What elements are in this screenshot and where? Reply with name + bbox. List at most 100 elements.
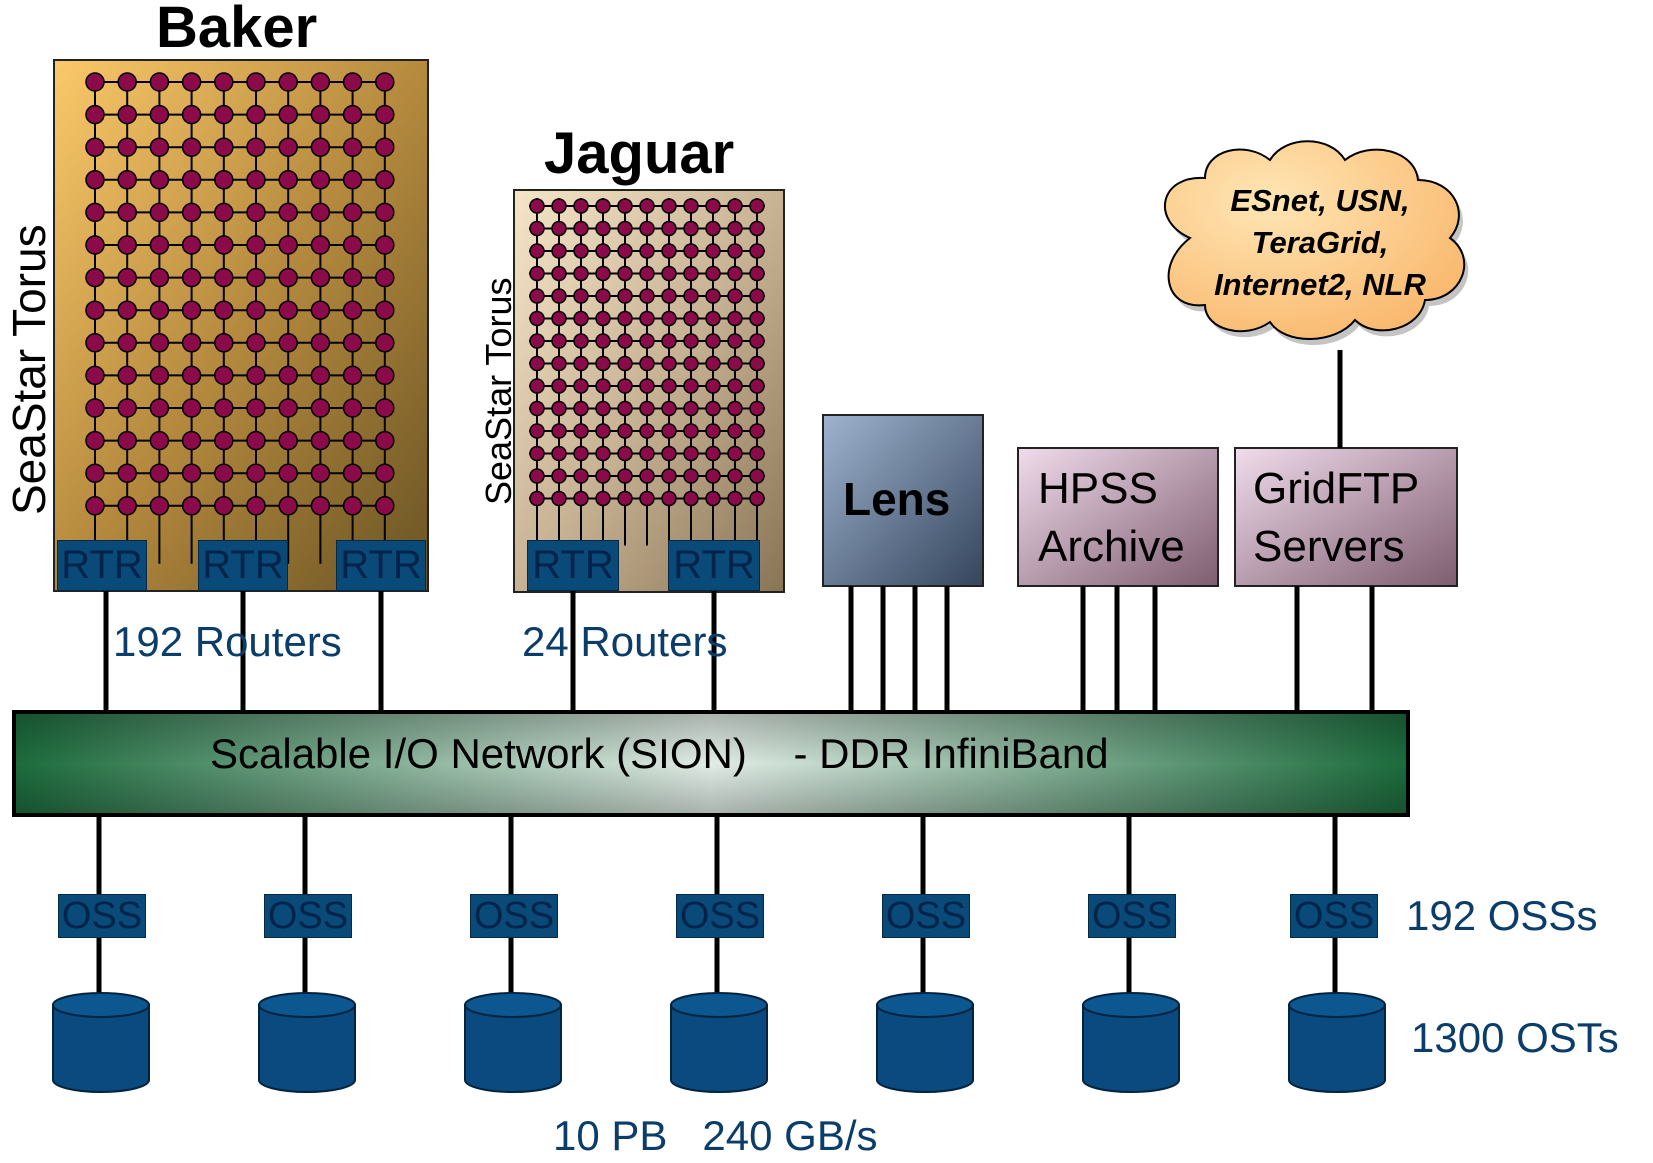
torus-node xyxy=(639,468,655,484)
torus-node xyxy=(551,400,567,417)
torus-node xyxy=(181,104,202,125)
torus-node xyxy=(149,430,170,451)
torus-node xyxy=(214,267,234,288)
jaguar-title: Jaguar xyxy=(544,121,735,186)
torus-node xyxy=(705,220,721,237)
torus-node xyxy=(214,300,234,320)
torus-node xyxy=(551,288,567,304)
torus-node xyxy=(639,490,655,507)
torus-node xyxy=(595,288,611,304)
torus-node xyxy=(246,202,266,223)
torus-node xyxy=(617,288,633,304)
torus-node xyxy=(705,265,721,282)
torus-node xyxy=(85,365,105,386)
torus-node xyxy=(705,310,721,327)
ost-count-label: 1300 OSTs xyxy=(1411,1014,1619,1061)
torus-node xyxy=(551,243,567,259)
disk-icon xyxy=(258,992,356,1093)
torus-node xyxy=(727,378,743,394)
torus-node xyxy=(117,398,137,418)
torus-node xyxy=(551,265,567,282)
torus-node xyxy=(639,220,655,237)
torus-node xyxy=(705,445,721,462)
torus-node xyxy=(117,463,137,483)
torus-node xyxy=(310,137,331,157)
torus-node xyxy=(639,288,655,304)
router-links xyxy=(103,591,717,712)
torus-node xyxy=(117,170,137,190)
torus-node xyxy=(617,490,633,507)
torus-node xyxy=(278,430,298,451)
torus-node xyxy=(214,170,234,190)
torus-node xyxy=(85,267,105,288)
torus-node xyxy=(749,288,765,304)
torus-node xyxy=(661,243,677,259)
torus-node xyxy=(595,400,611,417)
torus-node xyxy=(278,202,298,223)
jaguar-router-2: RTR xyxy=(668,540,760,591)
cloud-line-1: ESnet, USN, xyxy=(1230,183,1410,218)
capacity-label: 10 PB 240 GB/s xyxy=(553,1112,878,1159)
sion-bar-shade xyxy=(14,712,1408,815)
torus-node xyxy=(278,72,298,92)
torus-node xyxy=(149,267,170,288)
torus-node xyxy=(617,220,633,237)
torus-node xyxy=(278,365,298,386)
torus-node xyxy=(375,365,395,386)
torus-node xyxy=(246,137,266,157)
torus-node xyxy=(705,355,721,372)
torus-node xyxy=(149,104,170,125)
torus-node xyxy=(246,463,266,483)
torus-node xyxy=(375,72,395,92)
server-links xyxy=(848,350,1375,712)
torus-node xyxy=(246,300,266,320)
torus-node xyxy=(617,198,633,214)
torus-node xyxy=(573,355,589,372)
torus-node xyxy=(342,365,363,386)
torus-node xyxy=(342,202,363,223)
torus-node xyxy=(639,378,655,394)
torus-node xyxy=(573,490,589,507)
torus-node xyxy=(551,198,567,214)
torus-node xyxy=(595,490,611,507)
torus-node xyxy=(661,423,677,439)
torus-node xyxy=(727,355,743,372)
torus-node xyxy=(181,170,202,190)
torus-node xyxy=(85,333,105,353)
torus-node xyxy=(617,243,633,259)
torus-node xyxy=(342,496,363,516)
oss-box-7: OSS xyxy=(1290,894,1378,938)
jaguar-torus-grid xyxy=(529,198,765,546)
torus-node xyxy=(117,300,137,320)
torus-node xyxy=(683,423,699,439)
torus-node xyxy=(117,202,137,223)
torus-node xyxy=(573,288,589,304)
torus-node xyxy=(246,333,266,353)
torus-node xyxy=(181,267,202,288)
torus-node xyxy=(149,202,170,223)
torus-node xyxy=(683,445,699,462)
torus-node xyxy=(705,490,721,507)
torus-node xyxy=(727,468,743,484)
torus-node xyxy=(727,310,743,327)
torus-node xyxy=(661,198,677,214)
torus-node xyxy=(342,235,363,255)
torus-node xyxy=(181,463,202,483)
torus-node xyxy=(278,170,298,190)
torus-node xyxy=(749,198,765,214)
torus-node xyxy=(214,137,234,157)
torus-node xyxy=(529,468,545,484)
torus-node xyxy=(617,400,633,417)
gridftp-box xyxy=(1234,447,1458,587)
torus-node xyxy=(551,333,567,349)
torus-node xyxy=(617,265,633,282)
torus-node xyxy=(310,104,331,125)
torus-node xyxy=(181,430,202,451)
torus-node xyxy=(342,463,363,483)
baker-router-count: 192 Routers xyxy=(113,618,342,665)
torus-node xyxy=(149,333,170,353)
torus-node xyxy=(375,267,395,288)
torus-node xyxy=(310,430,331,451)
torus-node xyxy=(181,333,202,353)
torus-node xyxy=(342,72,363,92)
